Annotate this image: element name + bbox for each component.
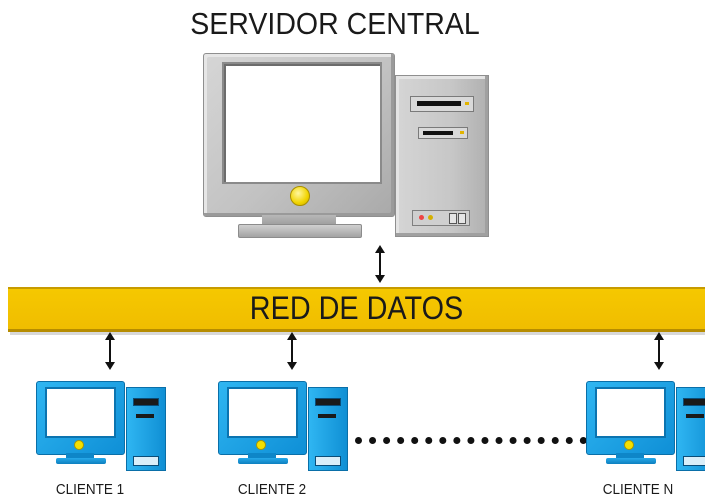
client-1-label: CLIENTE 1 [55,481,125,498]
client-power-button-icon [74,440,84,450]
server-drive-bay [410,96,474,112]
client-screen [227,387,298,438]
client-1-link-arrow-icon [105,332,115,370]
client-2-pc-icon [218,381,348,476]
client-2-link-arrow-icon [287,332,297,370]
ellipsis-connector [355,437,587,444]
client-n-pc-icon [586,381,705,476]
client-power-button-icon [624,440,634,450]
server-screen [222,62,382,184]
server-front-panel [412,210,470,226]
client-tower-icon [676,387,705,471]
server-monitor-base [238,224,362,238]
client-tower-icon [308,387,348,471]
server-link-arrow-icon [375,245,385,283]
client-screen [595,387,666,438]
server-power-button-icon [290,186,310,206]
client-n-link-arrow-icon [654,332,664,370]
client-power-button-icon [256,440,266,450]
data-network-band [8,287,705,332]
client-tower-icon [126,387,166,471]
client-2-label: CLIENTE 2 [237,481,307,498]
client-n-label: CLIENTE N [602,481,674,498]
server-floppy-bay [418,127,468,139]
data-network-label: RED DE DATOS [249,290,464,326]
client-screen [45,387,116,438]
client-1-pc-icon [36,381,166,476]
server-title: SERVIDOR CENTRAL [190,6,480,41]
server-monitor-neck [262,215,336,225]
